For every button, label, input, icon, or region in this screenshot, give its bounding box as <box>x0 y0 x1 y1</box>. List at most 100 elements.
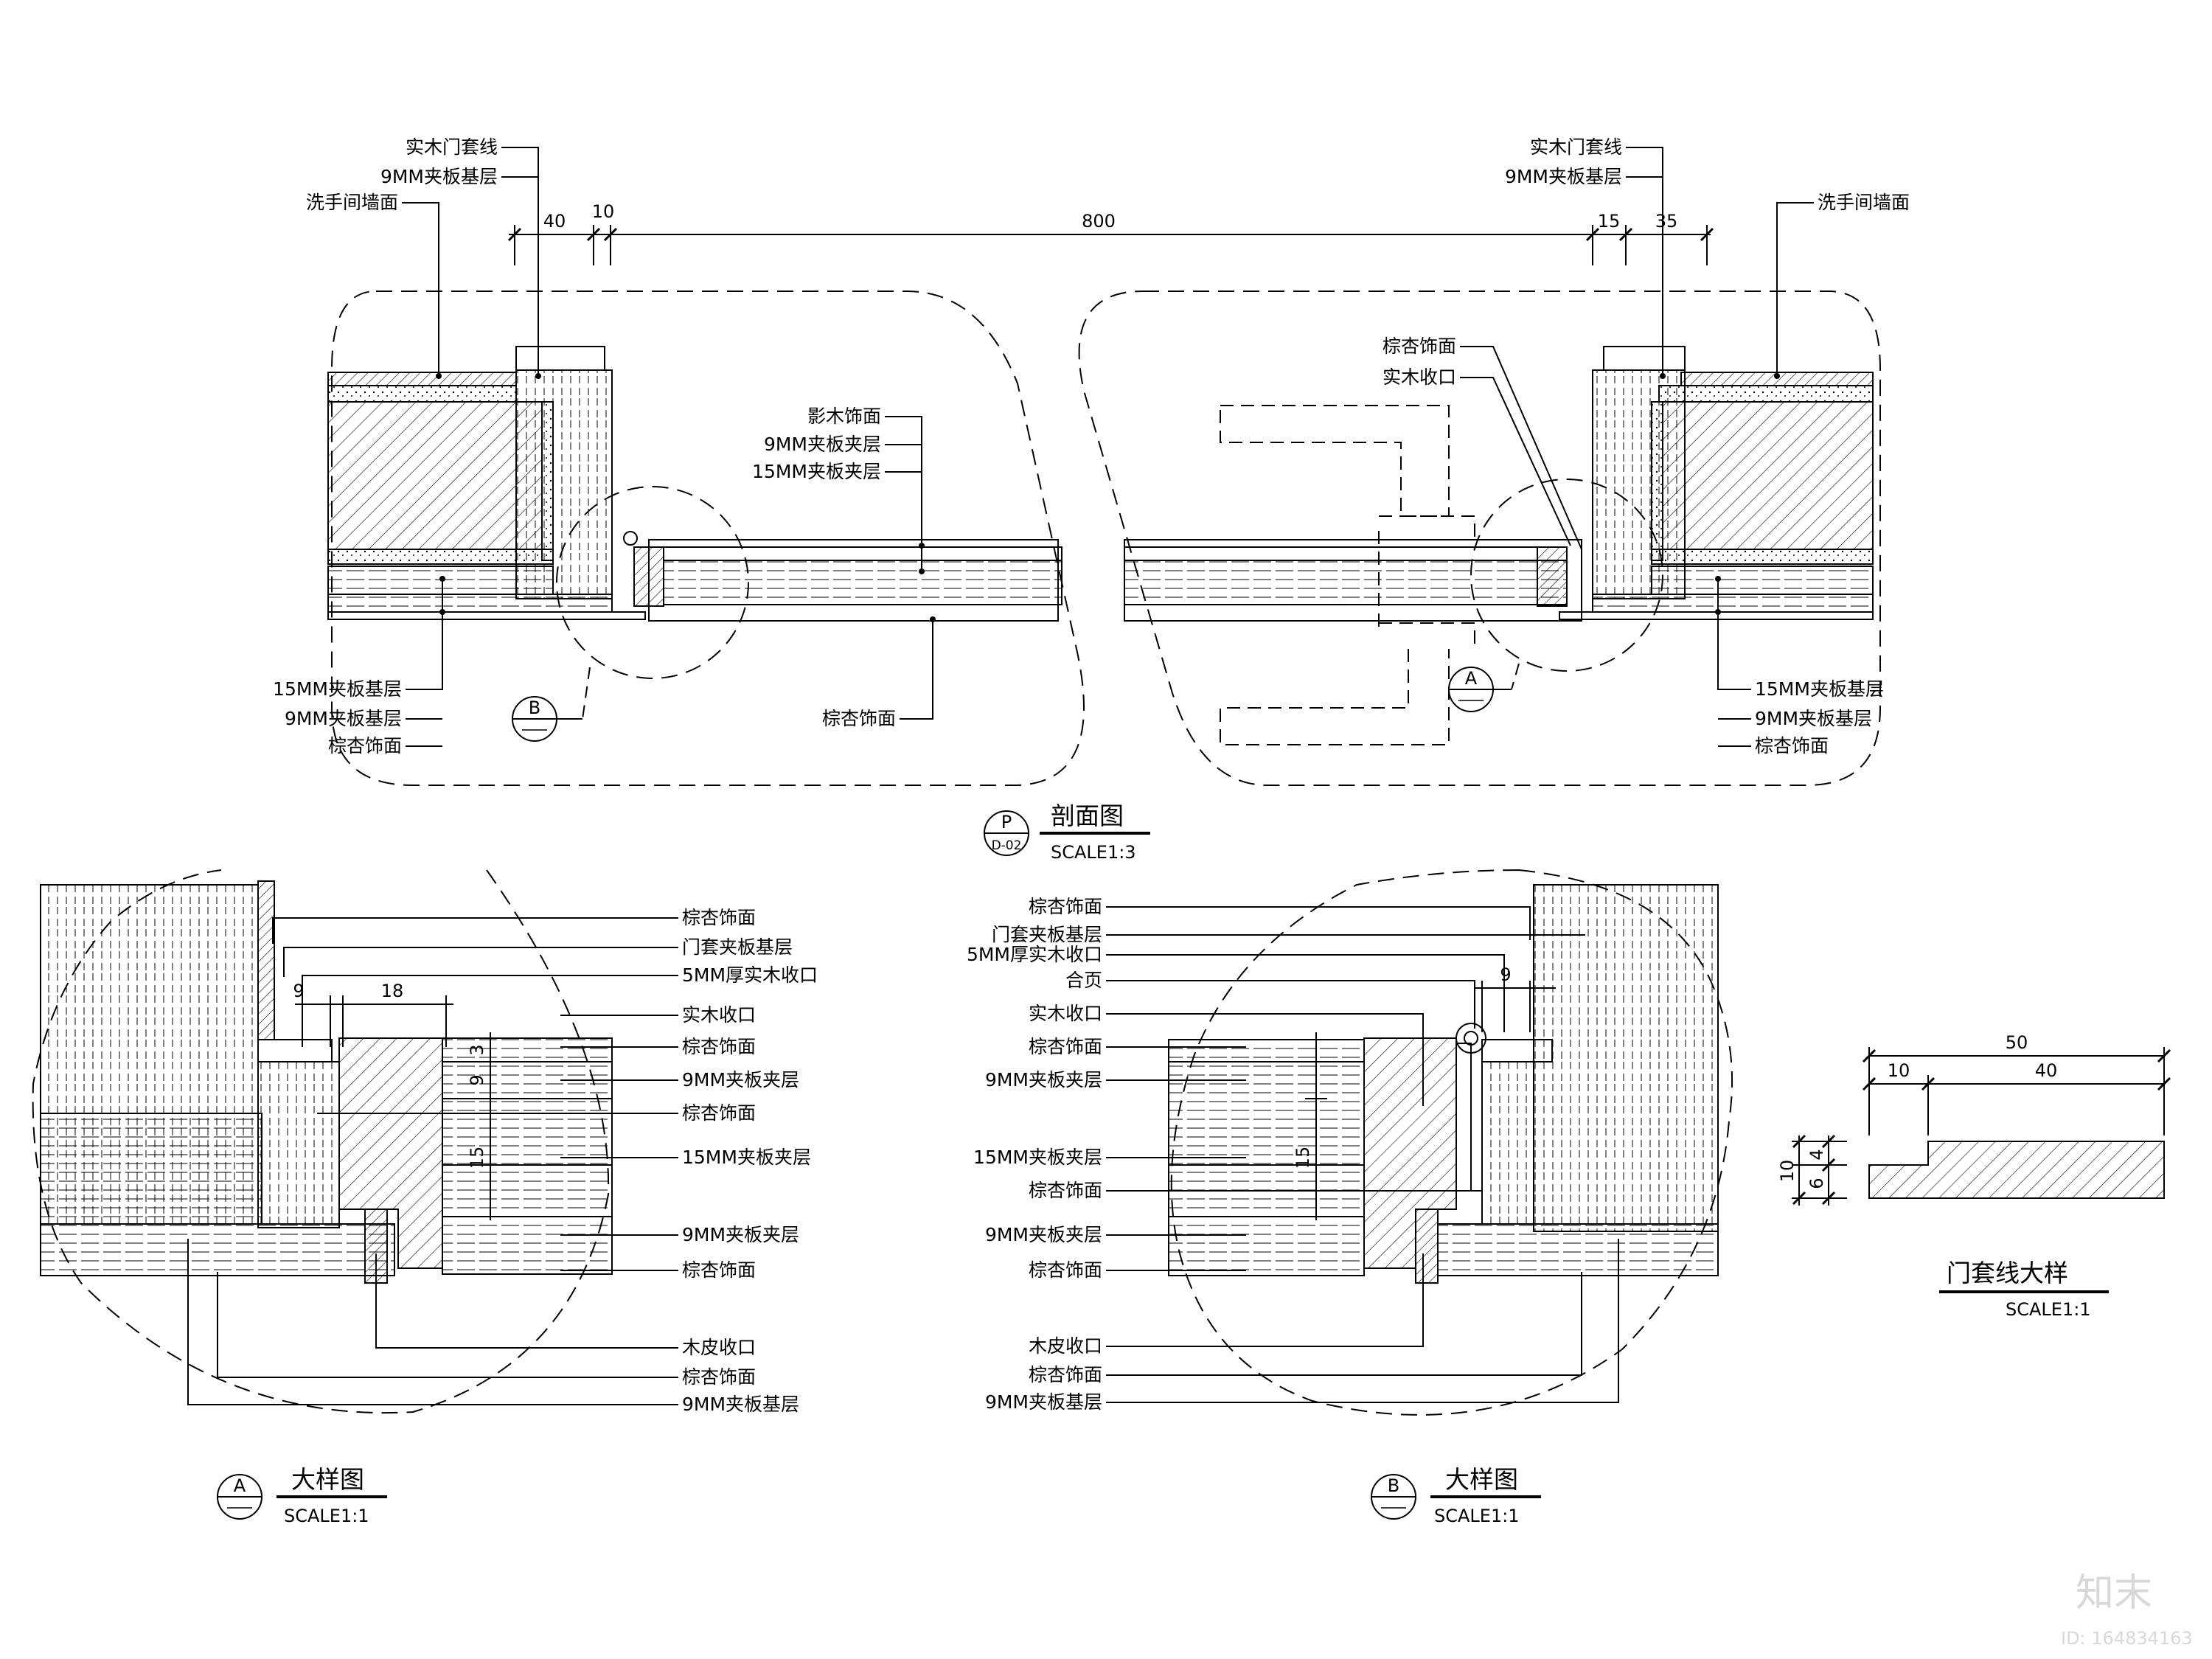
right-wall-screed <box>1658 385 1874 403</box>
detail-b-scale: SCALE1:1 <box>1434 1506 1520 1526</box>
dim-10: 10 <box>1888 1060 1910 1081</box>
detail-b-title: 大样图 <box>1445 1465 1518 1494</box>
label-veneer-finish: 影木饰面 <box>807 406 881 427</box>
label-apricot-finish: 棕杏饰面 <box>682 907 756 928</box>
watermark-logo: 知末 <box>2076 1571 2152 1615</box>
right-wall-layer-15 <box>1651 566 1874 595</box>
dim-40: 40 <box>2035 1060 2058 1081</box>
left-door-layer-1 <box>663 546 1062 561</box>
right-casing-trim <box>1603 346 1686 371</box>
left-wall-layer-9 <box>327 594 613 613</box>
detail-a-dimensions: 9 18 3 9 15 <box>293 981 487 1169</box>
detail-b-bottom-finish <box>1437 1223 1719 1276</box>
right-door-layer-1 <box>1124 546 1568 561</box>
dim-800: 800 <box>1082 211 1116 232</box>
callout-circle-a <box>1470 479 1663 672</box>
casing-detail-title: 门套线大样 <box>1947 1259 2068 1287</box>
dim-15: 15 <box>1293 1147 1313 1169</box>
label-casing-base: 门套夹板基层 <box>682 936 793 958</box>
callout-circle-b <box>556 486 749 679</box>
label-apricot-finish: 棕杏饰面 <box>822 708 896 729</box>
left-door-layer-2 <box>663 560 1062 605</box>
label-apricot-finish: 棕杏饰面 <box>1382 335 1456 357</box>
detail-b-strip <box>1415 1208 1439 1284</box>
detail-a-title: 大样图 <box>291 1465 364 1494</box>
label-apricot-finish: 棕杏饰面 <box>682 1259 756 1281</box>
label-15mm-base: 15MM夹板基层 <box>273 678 402 700</box>
detail-a-scale: SCALE1:1 <box>284 1506 369 1526</box>
label-9mm-interlayer: 9MM夹板夹层 <box>764 434 881 455</box>
label-15mm-interlayer: 15MM夹板夹层 <box>973 1147 1102 1168</box>
watermark-id: ID: 164834163 <box>2061 1628 2193 1649</box>
label-9mm-base: 9MM夹板基层 <box>380 166 498 187</box>
section-left-top-labels: 实木门套线 9MM夹板基层 洗手间墙面 <box>306 136 498 213</box>
label-9mm-interlayer: 9MM夹板夹层 <box>985 1224 1102 1245</box>
section-title-block: P D-02 剖面图 SCALE1:3 <box>984 801 1150 863</box>
detail-a-marker-letter: A <box>234 1475 246 1496</box>
hinge-left <box>623 531 638 546</box>
label-apricot-finish: 棕杏饰面 <box>1755 735 1829 757</box>
dim-50: 50 <box>2006 1032 2028 1053</box>
left-door-edge <box>633 546 664 607</box>
detail-a-bottom-finish <box>40 1223 395 1276</box>
callout-b-letter: B <box>529 698 540 718</box>
label-15mm-base: 15MM夹板基层 <box>1755 678 1884 700</box>
detail-a-view <box>32 869 678 1414</box>
dim-10: 10 <box>1777 1160 1798 1183</box>
right-door-layer-2 <box>1124 560 1568 605</box>
label-solid-wood-casing: 实木门套线 <box>1530 136 1622 158</box>
detail-b-title-block: B 大样图 SCALE1:1 <box>1371 1465 1541 1526</box>
left-wall-masonry <box>327 401 543 550</box>
detail-b-marker-letter: B <box>1388 1475 1399 1496</box>
label-9mm-interlayer: 9MM夹板夹层 <box>985 1069 1102 1091</box>
label-solid-wood-casing: 实木门套线 <box>406 136 498 158</box>
detail-b-hinge-plate <box>1455 1043 1472 1192</box>
label-apricot-finish: 棕杏饰面 <box>682 1102 756 1124</box>
right-break-outline <box>1078 291 1881 786</box>
right-wall-masonry <box>1662 401 1874 550</box>
section-left-mid-labels: 影木饰面 9MM夹板夹层 15MM夹板夹层 <box>752 406 881 482</box>
label-solid-wood-edge: 实木收口 <box>682 1004 756 1026</box>
label-9mm-base: 9MM夹板基层 <box>285 708 402 729</box>
section-leader-dots <box>436 373 1780 622</box>
label-9mm-base: 9MM夹板基层 <box>985 1391 1102 1413</box>
label-washroom-wall: 洗手间墙面 <box>1818 192 1910 213</box>
section-callout-b: B <box>512 696 557 742</box>
dim-9: 9 <box>1500 964 1511 985</box>
callout-a-letter: A <box>1465 668 1478 689</box>
section-dimensions: 40 10 800 15 35 <box>543 201 1678 232</box>
door-handle-dashed <box>1220 405 1475 745</box>
dim-6: 6 <box>1806 1178 1827 1189</box>
dim-9: 9 <box>467 1074 487 1085</box>
label-15mm-interlayer: 15MM夹板夹层 <box>682 1147 811 1168</box>
section-marker-letter: P <box>1001 812 1012 832</box>
section-callout-a: A <box>1448 667 1494 712</box>
detail-a-edge <box>257 1039 333 1062</box>
detail-b-casing <box>1533 884 1719 1232</box>
section-title: 剖面图 <box>1051 801 1124 830</box>
detail-a-labels: 棕杏饰面 门套夹板基层 5MM厚实木收口 实木收口 棕杏饰面 9MM夹板夹层 棕… <box>682 907 818 1415</box>
dim-10: 10 <box>592 201 615 222</box>
left-wall-finish <box>327 611 646 620</box>
detail-b-hinge-knuckle <box>1455 1023 1486 1054</box>
section-right-labels: 实木门套线 9MM夹板基层 洗手间墙面 棕杏饰面 实木收口 15MM夹板基层 9… <box>1382 136 1910 757</box>
label-hinge: 合页 <box>1065 970 1102 991</box>
section-left-bottom-labels: 15MM夹板基层 9MM夹板基层 棕杏饰面 棕杏饰面 <box>273 678 896 757</box>
left-casing-frame <box>515 369 613 599</box>
label-casing-base: 门套夹板基层 <box>992 924 1102 945</box>
casing-detail-view <box>1792 1047 2171 1206</box>
section-marker-ref: D-02 <box>992 838 1022 853</box>
dim-9: 9 <box>293 981 304 1001</box>
left-break-outline <box>331 291 1085 786</box>
label-9mm-interlayer: 9MM夹板夹层 <box>682 1224 799 1245</box>
label-solid-wood-edge: 实木收口 <box>1382 366 1456 388</box>
detail-b-view <box>1106 869 1733 1416</box>
label-washroom-wall: 洗手间墙面 <box>306 192 398 213</box>
dim-18: 18 <box>381 981 404 1001</box>
label-9mm-base: 9MM夹板基层 <box>682 1394 799 1415</box>
casing-detail-scale: SCALE1:1 <box>2006 1299 2091 1320</box>
left-casing-trim <box>515 346 605 371</box>
label-solid-wood-edge: 实木收口 <box>1029 1003 1102 1024</box>
label-apricot-finish: 棕杏饰面 <box>1029 1180 1102 1201</box>
